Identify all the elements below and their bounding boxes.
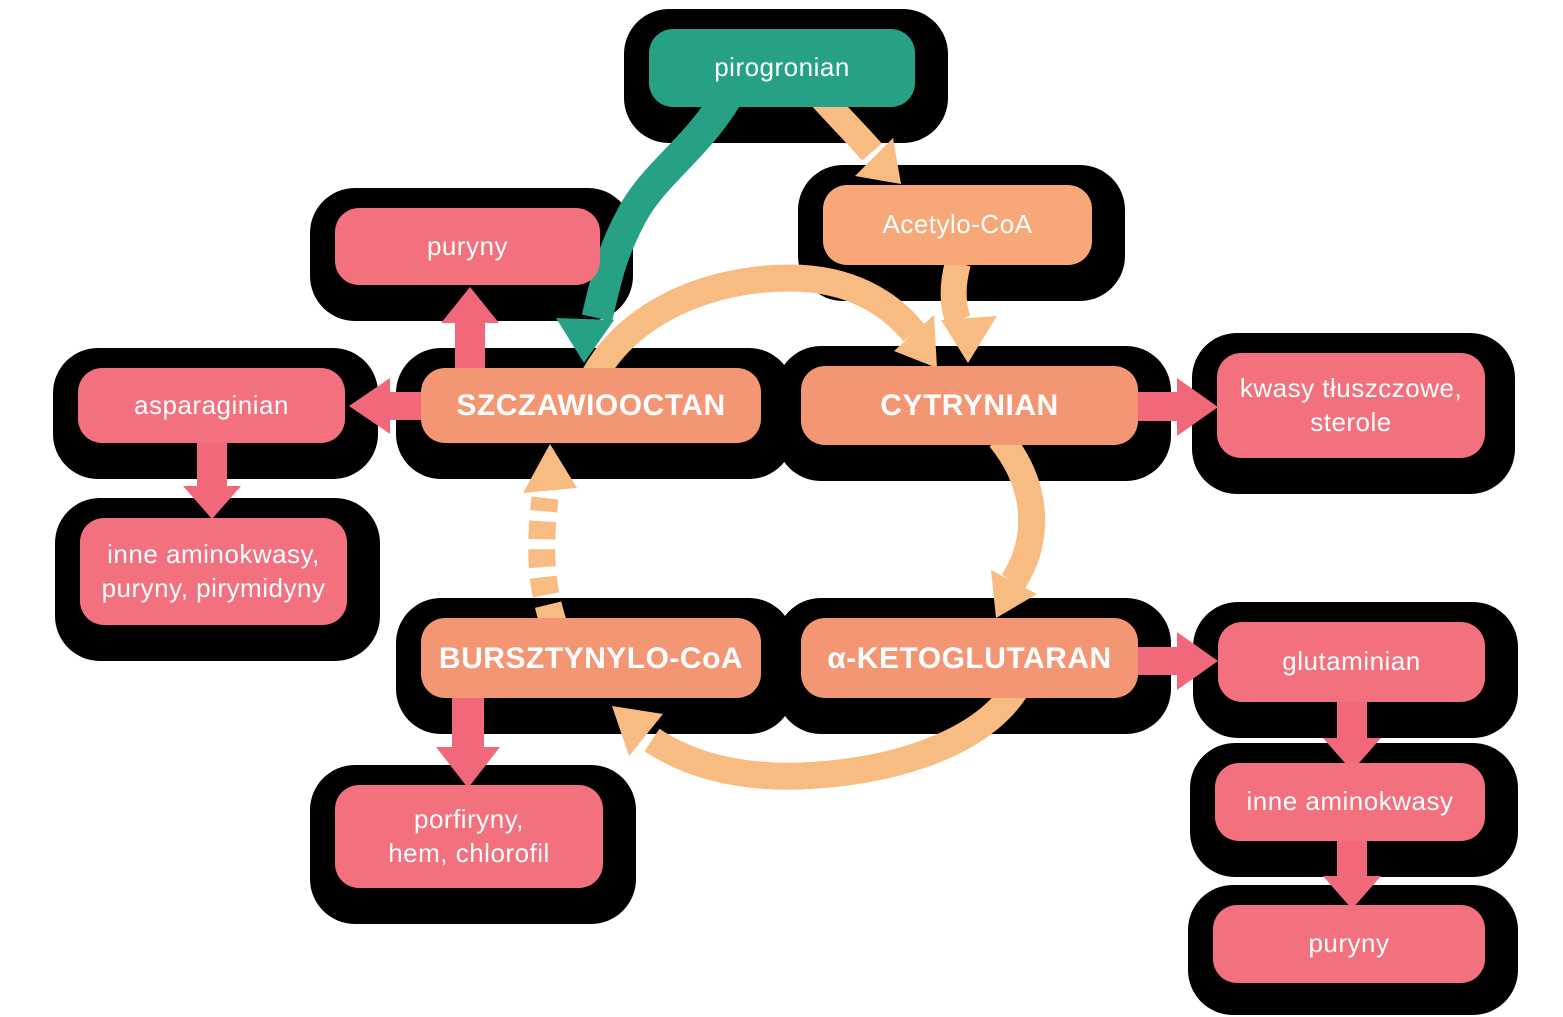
node-kwasy-tluszczowe: kwasy tłuszczowe, sterole: [1217, 353, 1485, 458]
node-porfiryny: porfiryny, hem, chlorofil: [335, 785, 603, 888]
node-szczawiooctan: SZCZAWIOOCTAN: [421, 368, 761, 443]
arrow-pirogronian-acetylocoa-head: [855, 138, 901, 184]
node-inne-aminokwasy-left-label: inne aminokwasy, puryny, pirymidyny: [101, 538, 326, 603]
node-glutaminian: glutaminian: [1218, 622, 1485, 702]
node-asparaginian-label: asparaginian: [134, 389, 289, 420]
node-puryny-bottom-label: puryny: [1308, 928, 1390, 959]
cycle-arc-cytrynian-ketoglutaran: [989, 429, 1046, 590]
arrow-szczawiooctan-puryny: [441, 287, 499, 380]
node-szczawiooctan-label: SZCZAWIOOCTAN: [456, 389, 726, 422]
cycle-arc-cytrynian-ketoglutaran-head: [991, 570, 1037, 618]
arrow-glutaminian-inne-aminokwasy: [1323, 698, 1381, 771]
node-bursztynylo-coa-label: BURSZTYNYLO-CoA: [438, 641, 744, 675]
arrow-layer: [183, 84, 1381, 909]
cycle-arc-bursztynylo-szczawiooctan-dashed: [528, 496, 566, 627]
cycle-arc-szczawiooctan-cytrynian-head: [894, 315, 937, 368]
shadow-layer: [53, 9, 1518, 1015]
node-puryny-top: puryny: [335, 208, 600, 285]
node-alfa-ketoglutaran: α-KETOGLUTARAN: [801, 618, 1138, 698]
node-asparaginian: asparaginian: [78, 368, 345, 443]
cycle-arc-bursztynylo-szczawiooctan-head: [523, 444, 577, 493]
node-glutaminian-label: glutaminian: [1282, 646, 1421, 677]
node-puryny-top-label: puryny: [426, 230, 509, 261]
arrow-inne-aminokwasy-puryny: [1323, 838, 1381, 909]
node-porfiryny-label: porfiryny, hem, chlorofil: [388, 803, 550, 868]
node-pirogronian-label: pirogronian: [714, 52, 850, 83]
arrow-bursztynylo-porfiryny: [436, 694, 500, 788]
node-puryny-bottom: puryny: [1213, 905, 1485, 983]
cycle-arc-ketoglutaran-bursztynylo-head: [612, 706, 663, 756]
cycle-arc-ketoglutaran-bursztynylo: [644, 671, 1035, 790]
node-cytrynian-label: CYTRYNIAN: [880, 389, 1059, 422]
node-inne-aminokwasy-right: inne aminokwasy: [1215, 763, 1485, 841]
node-alfa-ketoglutaran-label: α-KETOGLUTARAN: [827, 641, 1112, 675]
arrow-asparaginian-inne-aminokwasy: [183, 440, 241, 519]
node-acetylo-coa-label: Acetylo-CoA: [882, 209, 1033, 240]
arrow-szczawiooctan-asparaginian: [349, 378, 430, 434]
arrow-pirogronian-szczawiooctan-shaft: [581, 84, 744, 322]
node-pirogronian: pirogronian: [649, 29, 915, 107]
node-inne-aminokwasy-left: inne aminokwasy, puryny, pirymidyny: [80, 518, 347, 625]
node-inne-aminokwasy-right-label: inne aminokwasy: [1246, 786, 1454, 817]
node-acetylo-coa: Acetylo-CoA: [823, 185, 1092, 265]
node-cytrynian: CYTRYNIAN: [801, 366, 1138, 445]
arrow-cytrynian-kwasy-tluszczowe: [1135, 378, 1218, 436]
arrow-pirogronian-szczawiooctan-head: [556, 318, 614, 363]
node-kwasy-tluszczowe-label: kwasy tłuszczowe, sterole: [1239, 372, 1463, 437]
arrow-acetylocoa-cytrynian-head: [941, 316, 997, 363]
node-bursztynylo-coa: BURSZTYNYLO-CoA: [421, 618, 761, 698]
arrow-acetylocoa-cytrynian-shaft: [940, 259, 971, 325]
cycle-arc-szczawiooctan-cytrynian: [564, 264, 925, 428]
arrow-ketoglutaran-glutaminian: [1135, 632, 1218, 690]
